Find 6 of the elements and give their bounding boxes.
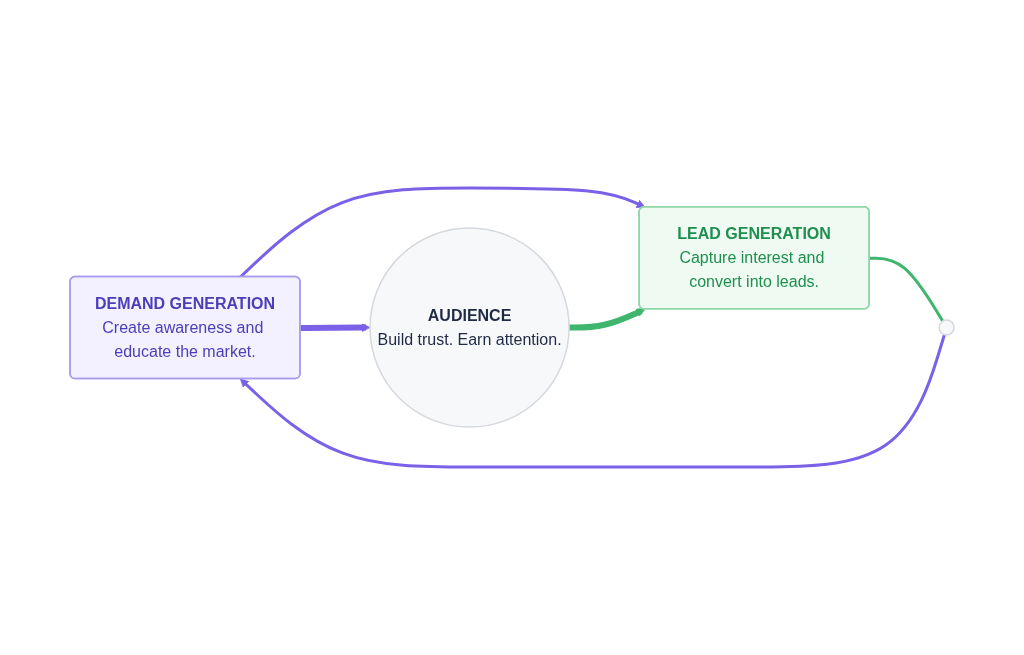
node-circle: AUDIENCE Build trust. Earn attention. bbox=[369, 227, 570, 428]
node-circle bbox=[938, 319, 955, 336]
arrow bbox=[569, 308, 646, 331]
arrow bbox=[239, 334, 946, 469]
arrow bbox=[300, 323, 371, 332]
connector bbox=[869, 256, 944, 322]
